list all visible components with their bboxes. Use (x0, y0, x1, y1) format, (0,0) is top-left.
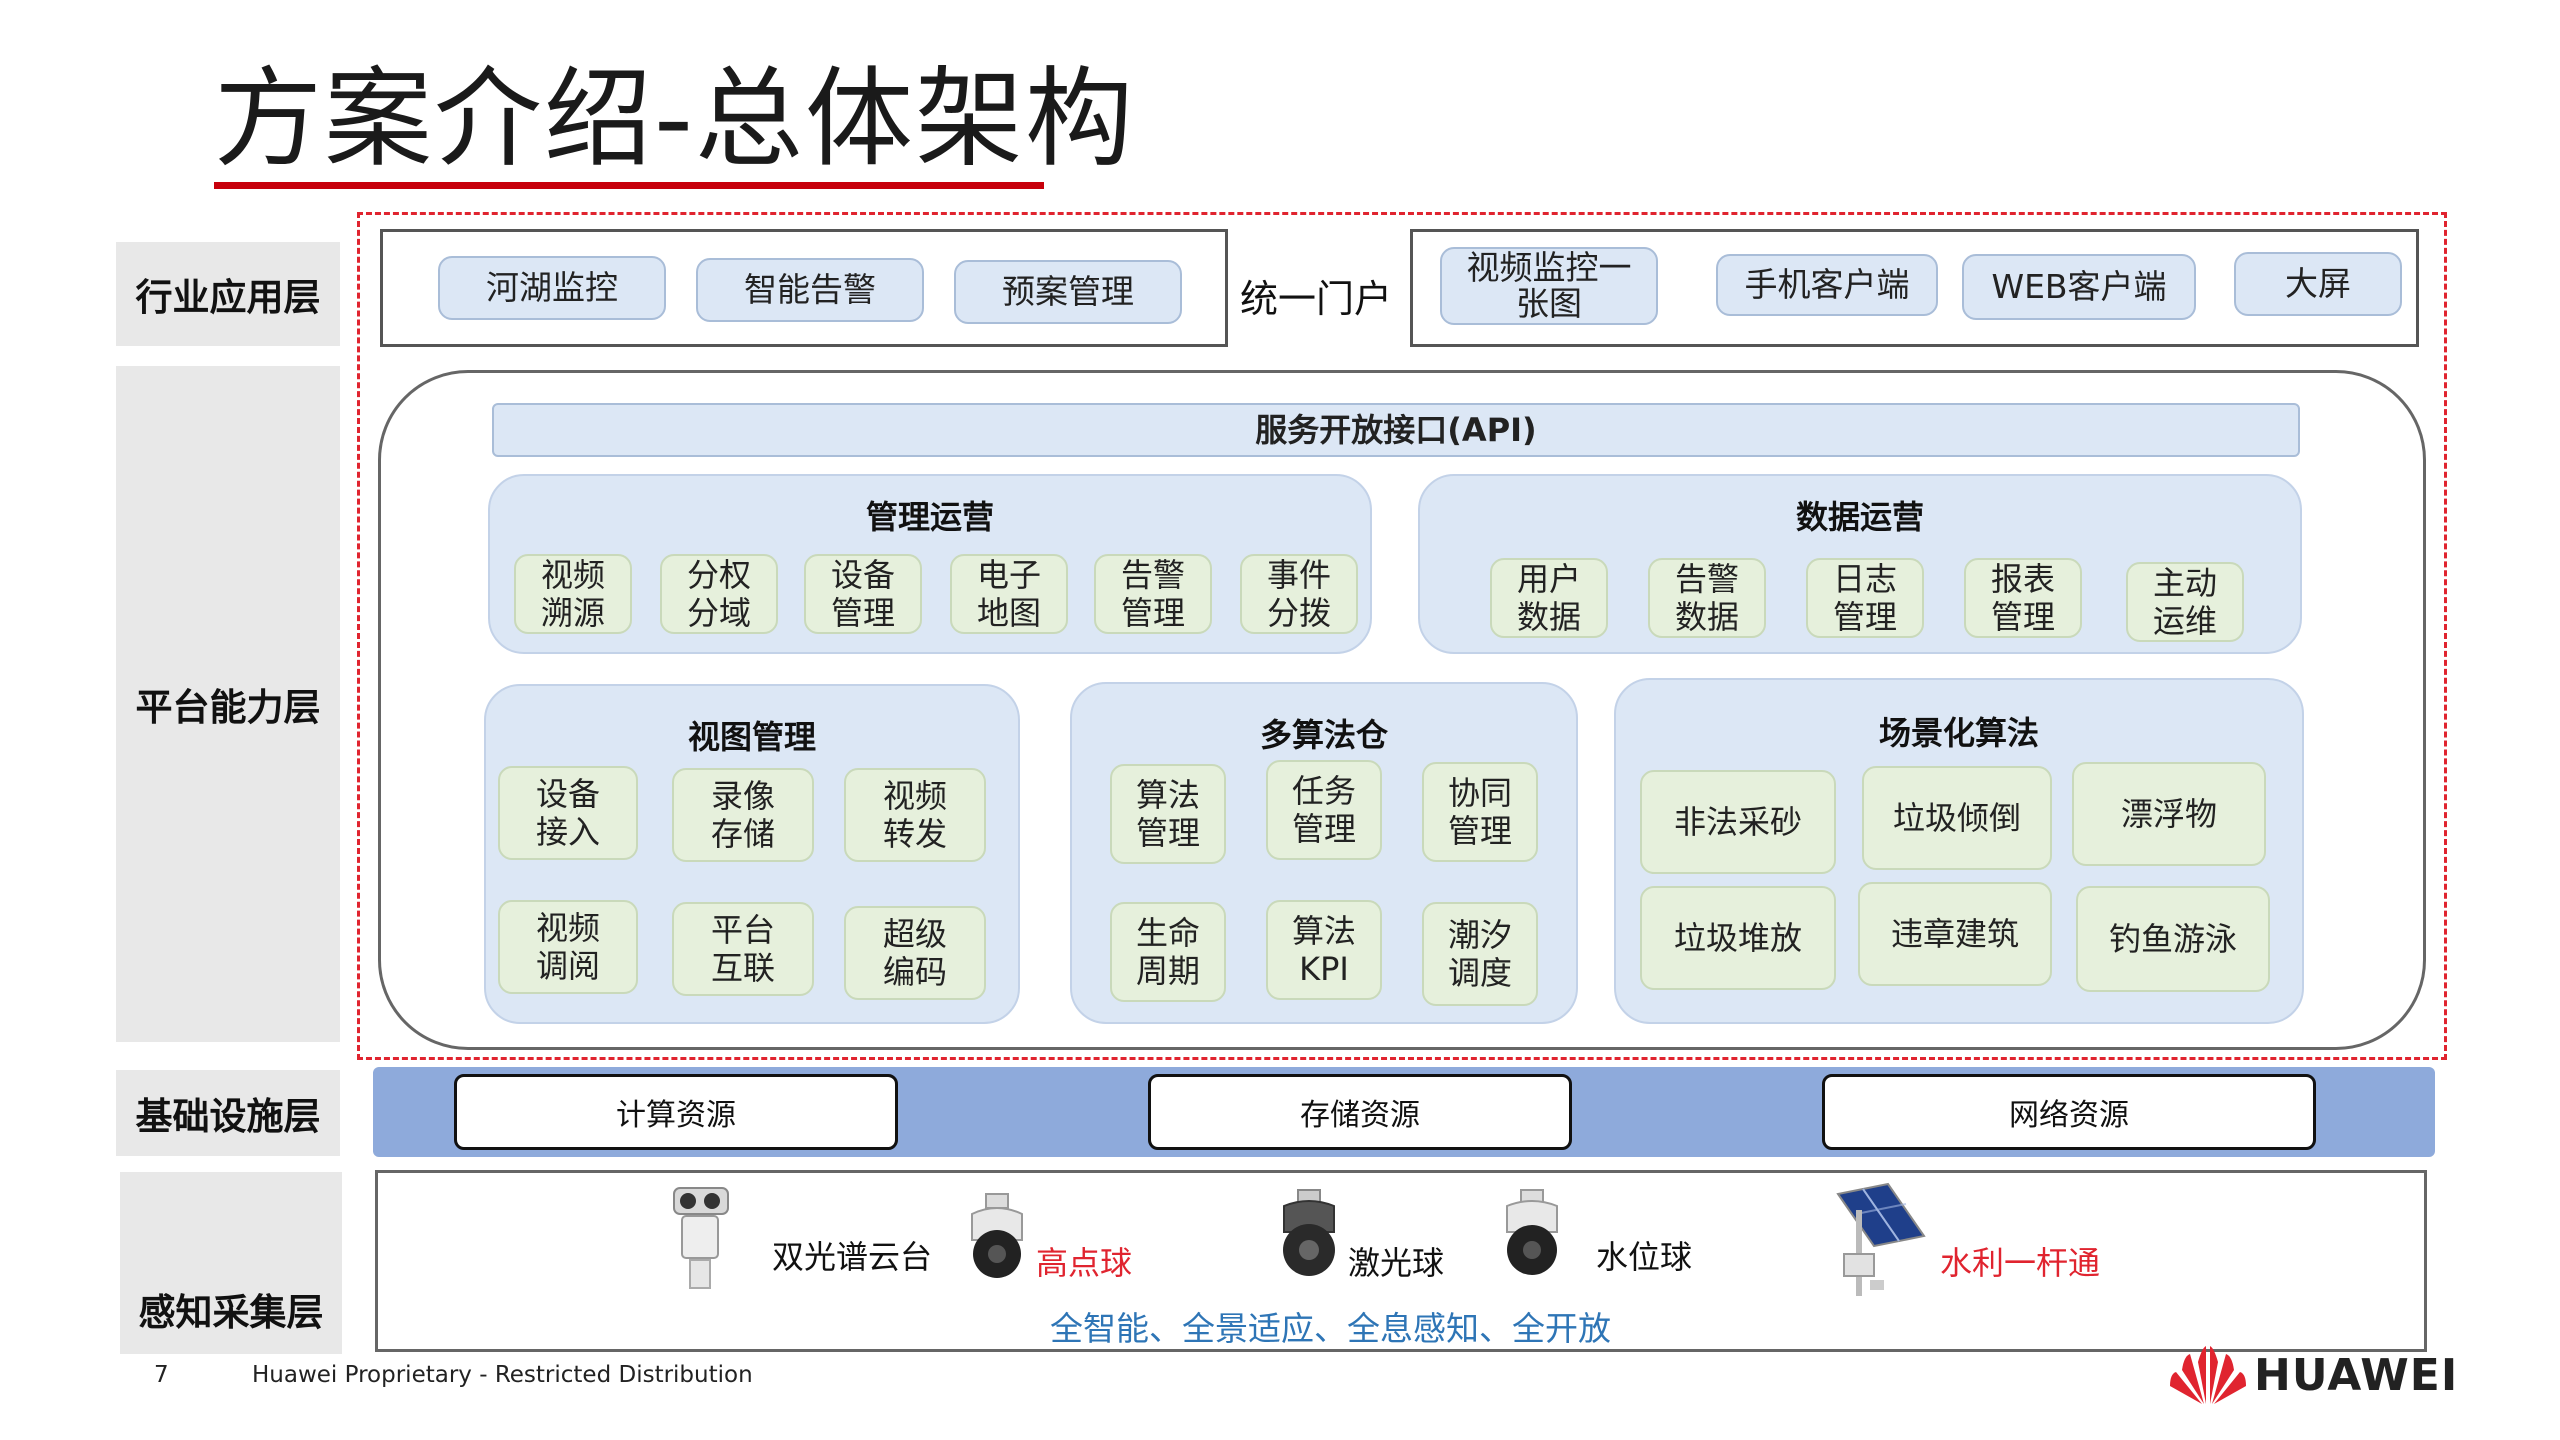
mgmt-item-permission[interactable]: 分权 分域 (660, 554, 778, 634)
app-item-video-map[interactable]: 视频监控一 张图 (1440, 247, 1658, 325)
api-bar[interactable]: 服务开放接口(API) (492, 403, 2300, 457)
unified-portal-label: 统一门户 (1240, 277, 1393, 321)
algo-item-lifecycle[interactable]: 生命 周期 (1110, 902, 1226, 1002)
layer-label-sensing: 感知采集层 (120, 1172, 342, 1354)
water-level-dome-icon (1506, 1189, 1558, 1275)
app-item-river-monitor[interactable]: 河湖监控 (438, 256, 666, 320)
title-underline (214, 182, 1044, 189)
panel-algo-store-title: 多算法仓 (1259, 716, 1388, 754)
infra-network[interactable]: 网络资源 (1822, 1074, 2316, 1150)
mgmt-item-e-map[interactable]: 电子 地图 (950, 554, 1068, 634)
layer-label-app: 行业应用层 (116, 242, 340, 346)
huawei-brand: HUAWEI (2254, 1350, 2459, 1401)
data-item-log-mgmt[interactable]: 日志 管理 (1806, 558, 1924, 638)
algo-item-collab-mgmt[interactable]: 协同 管理 (1422, 762, 1538, 862)
scene-item-illegal-building[interactable]: 违章建筑 (1858, 882, 2052, 986)
infra-compute[interactable]: 计算资源 (454, 1074, 898, 1150)
view-item-super-encoding[interactable]: 超级 编码 (844, 906, 986, 1000)
panel-data-ops-title: 数据运营 (1795, 498, 1924, 536)
view-item-device-access[interactable]: 设备 接入 (498, 766, 638, 860)
water-pole-icon (1836, 1182, 1926, 1296)
data-item-user-data[interactable]: 用户 数据 (1490, 558, 1608, 638)
data-item-report-mgmt[interactable]: 报表 管理 (1964, 558, 2082, 638)
device-laser-dome-label: 激光球 (1348, 1244, 1445, 1282)
sensing-slogan: 全智能、全景适应、全息感知、全开放 (1050, 1309, 1611, 1348)
mgmt-item-video-trace[interactable]: 视频 溯源 (514, 554, 632, 634)
app-item-web-client[interactable]: WEB客户端 (1962, 254, 2196, 320)
mgmt-item-alarm-mgmt[interactable]: 告警 管理 (1094, 554, 1212, 634)
dual-spectrum-ptz-icon (673, 1187, 729, 1289)
scene-item-fishing-swim[interactable]: 钓鱼游泳 (2076, 886, 2270, 992)
view-item-video-view[interactable]: 视频 调阅 (498, 900, 638, 994)
algo-item-algo-mgmt[interactable]: 算法 管理 (1110, 764, 1226, 864)
scene-item-floating[interactable]: 漂浮物 (2072, 762, 2266, 866)
panel-view-mgmt-title: 视图管理 (687, 718, 816, 756)
footer-text: Huawei Proprietary - Restricted Distribu… (252, 1362, 753, 1388)
laser-dome-icon (1283, 1189, 1335, 1276)
device-dual-spectrum-label: 双光谱云台 (772, 1238, 933, 1276)
page-number: 7 (154, 1362, 169, 1388)
algo-item-tidal-scheduling[interactable]: 潮汐 调度 (1422, 902, 1538, 1006)
view-item-platform-interconnect[interactable]: 平台 互联 (672, 902, 814, 996)
layer-label-platform: 平台能力层 (116, 366, 340, 1042)
view-item-video-forward[interactable]: 视频 转发 (844, 768, 986, 862)
algo-item-algo-kpi[interactable]: 算法 KPI (1266, 900, 1382, 1000)
app-item-big-screen[interactable]: 大屏 (2234, 252, 2402, 316)
mgmt-item-device-mgmt[interactable]: 设备 管理 (804, 554, 922, 634)
panel-scene-algo-title: 场景化算法 (1878, 714, 2039, 752)
view-item-record-storage[interactable]: 录像 存储 (672, 768, 814, 862)
highlight-frame (357, 212, 2447, 1060)
device-water-pole-label: 水利一杆通 (1940, 1244, 2101, 1282)
huawei-logo-icon (2170, 1346, 2246, 1404)
device-high-point-label: 高点球 (1036, 1244, 1133, 1282)
layer-label-infra: 基础设施层 (116, 1070, 340, 1156)
mgmt-item-event-dispatch[interactable]: 事件 分拨 (1240, 554, 1358, 634)
data-item-alarm-data[interactable]: 告警 数据 (1648, 558, 1766, 638)
panel-mgmt-ops (488, 474, 1372, 654)
scene-item-illegal-sand[interactable]: 非法采砂 (1640, 770, 1836, 874)
panel-mgmt-ops-title: 管理运营 (865, 498, 994, 536)
algo-item-task-mgmt[interactable]: 任务 管理 (1266, 760, 1382, 860)
scene-item-garbage-pile[interactable]: 垃圾堆放 (1640, 886, 1836, 990)
device-water-level-label: 水位球 (1596, 1238, 1693, 1276)
high-point-dome-icon (971, 1193, 1023, 1278)
page-title: 方案介绍-总体架构 (214, 57, 1135, 182)
app-item-mobile-client[interactable]: 手机客户端 (1716, 254, 1938, 316)
scene-item-garbage-dump[interactable]: 垃圾倾倒 (1862, 766, 2052, 870)
infra-storage[interactable]: 存储资源 (1148, 1074, 1572, 1150)
app-item-plan-mgmt[interactable]: 预案管理 (954, 260, 1182, 324)
data-item-active-ops[interactable]: 主动 运维 (2126, 562, 2244, 642)
app-item-smart-alarm[interactable]: 智能告警 (696, 258, 924, 322)
